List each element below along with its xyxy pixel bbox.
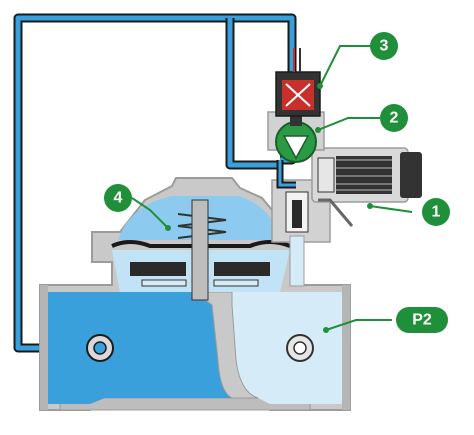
outlet-port bbox=[286, 334, 314, 362]
callout-2: 2 bbox=[380, 104, 408, 132]
leader-lines bbox=[131, 45, 413, 331]
svg-text:1: 1 bbox=[432, 204, 441, 221]
svg-text:P2: P2 bbox=[412, 312, 432, 329]
needle-valve bbox=[267, 111, 325, 163]
callout-3: 3 bbox=[370, 32, 398, 60]
leader-dots bbox=[165, 83, 373, 333]
callout-p2: P2 bbox=[396, 307, 448, 333]
callout-1: 1 bbox=[422, 198, 450, 226]
pilot-valve bbox=[311, 147, 422, 227]
valve-seat bbox=[193, 291, 259, 399]
inlet-port bbox=[86, 334, 114, 362]
valve-stem bbox=[191, 199, 209, 301]
pilot-housing bbox=[271, 179, 331, 287]
spring bbox=[177, 213, 227, 239]
svg-text:3: 3 bbox=[380, 38, 389, 55]
callout-4: 4 bbox=[104, 184, 132, 212]
svg-text:2: 2 bbox=[390, 110, 399, 127]
solenoid bbox=[275, 48, 321, 117]
inlet-chamber bbox=[48, 292, 258, 404]
svg-text:4: 4 bbox=[114, 190, 123, 207]
